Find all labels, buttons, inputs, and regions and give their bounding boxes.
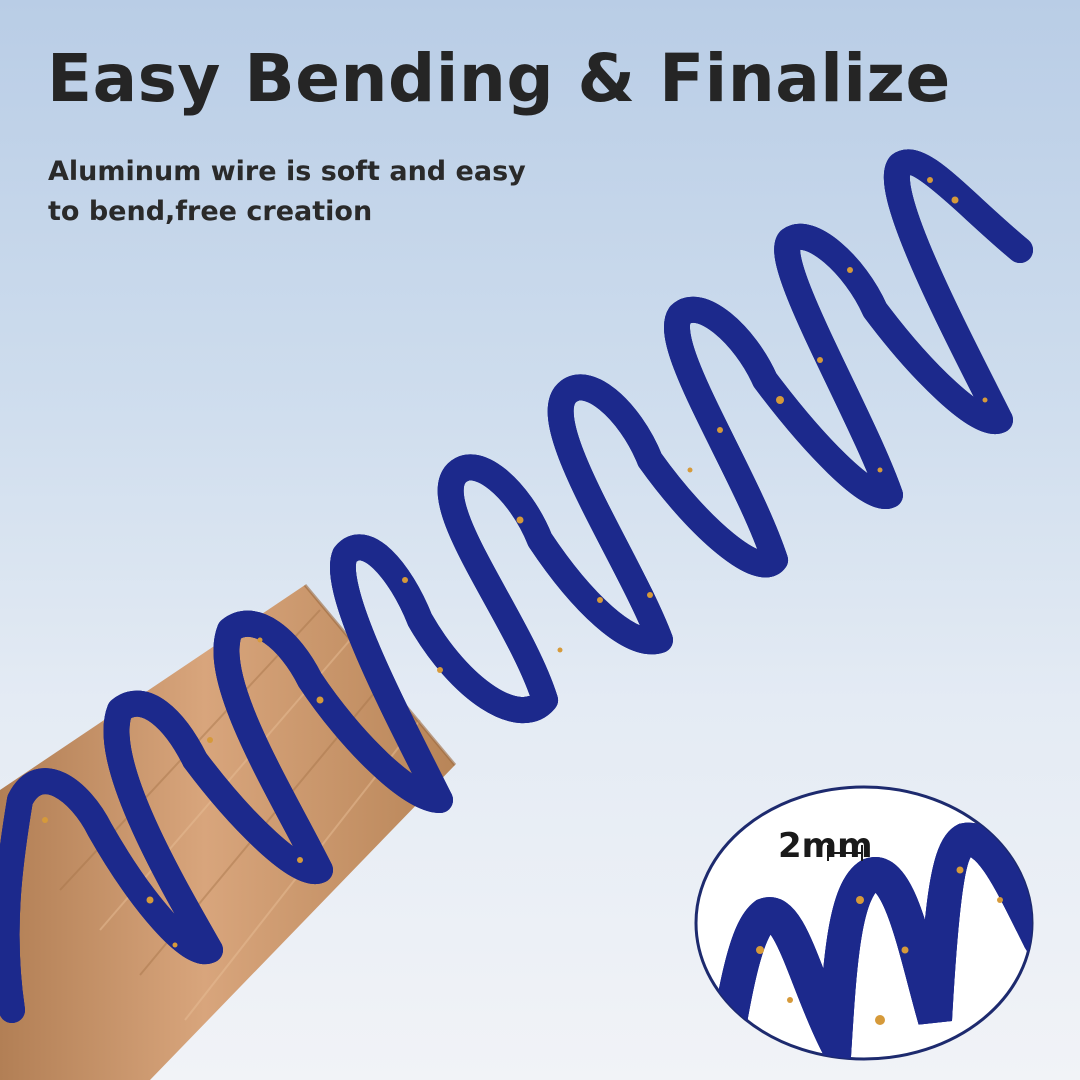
subtitle-line-1: Aluminum wire is soft and easy bbox=[48, 156, 526, 187]
inset-wire-closeup bbox=[703, 840, 1032, 1059]
subtitle-line-2: to bend,free creation bbox=[48, 196, 373, 227]
headline: Easy Bending & Finalize bbox=[47, 40, 951, 117]
gold-fleck-pattern bbox=[42, 177, 988, 948]
detail-inset bbox=[694, 785, 1034, 1061]
aluminum-wire-coil bbox=[0, 162, 1020, 1010]
dimension-label: 2mm bbox=[778, 826, 873, 866]
dimension-marker-icon bbox=[827, 845, 863, 861]
subtitle: Aluminum wire is soft and easy to bend,f… bbox=[48, 152, 568, 232]
